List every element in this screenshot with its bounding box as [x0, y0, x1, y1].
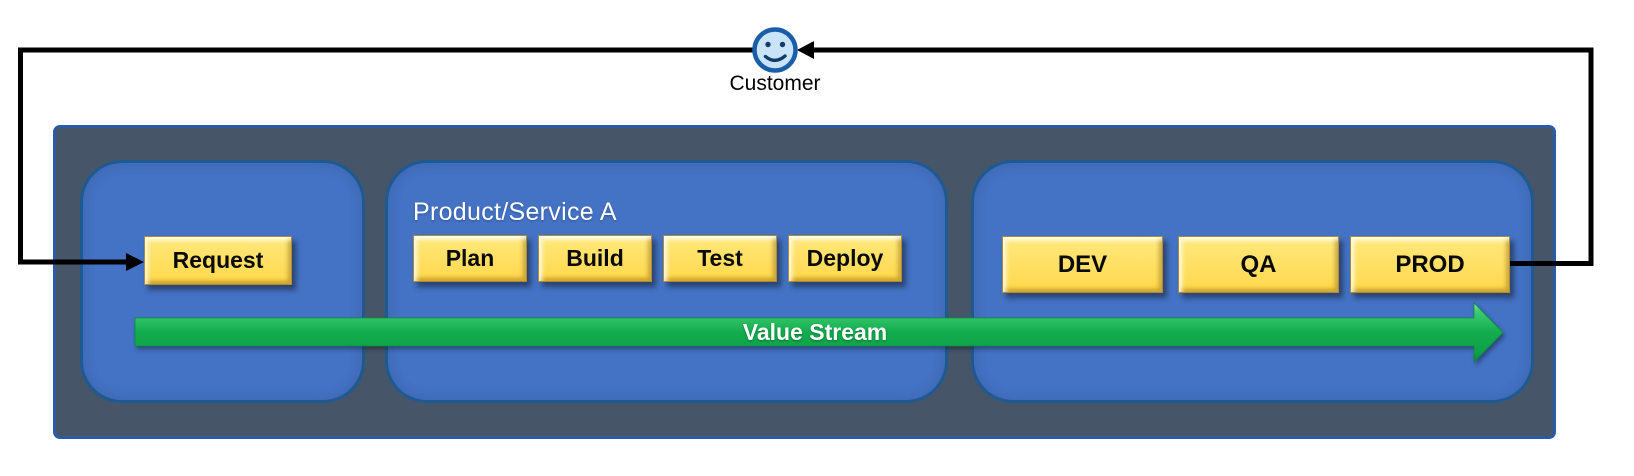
qa-button[interactable]: QA — [1178, 236, 1339, 293]
customer-face-icon — [752, 27, 798, 73]
plan-button[interactable]: Plan — [413, 235, 527, 282]
deploy-button[interactable]: Deploy — [788, 235, 902, 282]
request-button[interactable]: Request — [144, 236, 292, 285]
value-stream-label: Value Stream — [742, 318, 888, 345]
customer-label: Customer — [729, 72, 821, 95]
build-button[interactable]: Build — [538, 235, 652, 282]
prod-button[interactable]: PROD — [1350, 236, 1510, 293]
dev-button[interactable]: DEV — [1002, 236, 1163, 293]
product-service-label: Product/Service A — [413, 198, 617, 226]
customer-arrowhead-icon — [797, 41, 814, 59]
test-button[interactable]: Test — [663, 235, 777, 282]
